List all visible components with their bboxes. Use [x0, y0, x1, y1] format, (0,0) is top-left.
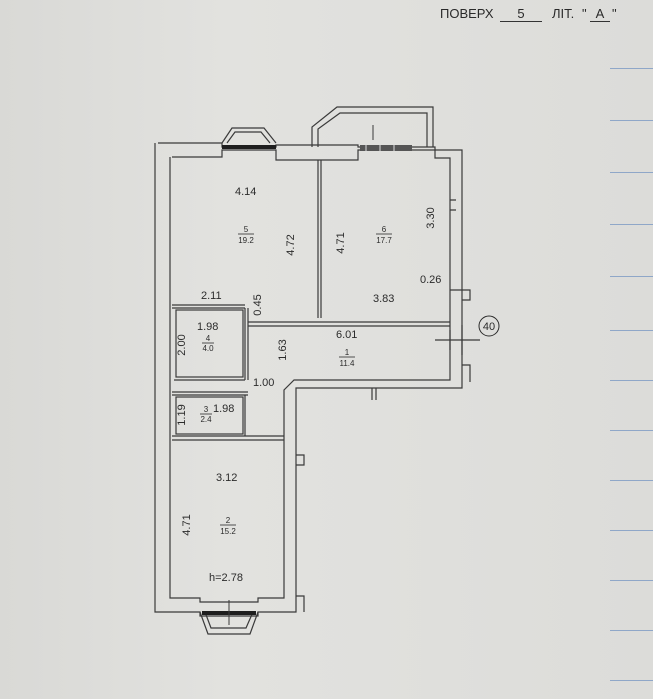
svg-text:6: 6 [382, 225, 387, 234]
room-2-label: 2 15.2 [220, 516, 236, 536]
ruled-line [610, 480, 653, 481]
dim-r6-offset: 0.26 [420, 274, 441, 286]
room-5-label: 5 19.2 [238, 225, 254, 245]
ruled-line [610, 330, 653, 331]
svg-text:2: 2 [226, 516, 231, 525]
room-4-label: 4 4.0 [202, 334, 214, 353]
ceiling-height: h=2.78 [209, 572, 243, 584]
bay-window-bottom [199, 611, 259, 635]
dim-r5-width: 4.14 [235, 186, 256, 198]
floor-value: 5 [500, 6, 542, 22]
svg-text:1: 1 [345, 348, 350, 357]
dim-hall-small: 0.45 [252, 294, 264, 315]
svg-text:11.4: 11.4 [340, 359, 356, 368]
svg-text:5: 5 [244, 225, 249, 234]
ruled-line [610, 224, 653, 225]
ruled-line [610, 68, 653, 69]
dim-r4-length: 2.00 [176, 334, 188, 355]
ruled-line [610, 430, 653, 431]
ruled-line [610, 580, 653, 581]
dim-r5-length: 4.72 [285, 234, 297, 255]
dim-r2-length: 4.71 [181, 514, 193, 535]
svg-text:4.0: 4.0 [202, 344, 214, 353]
lit-value: А [590, 6, 610, 22]
dim-corridor: 1.00 [253, 377, 274, 389]
svg-text:4: 4 [206, 334, 211, 343]
dim-hall-length: 6.01 [336, 329, 357, 341]
dim-r3-width: 1.98 [213, 403, 234, 415]
ruled-line [610, 276, 653, 277]
svg-text:40: 40 [483, 321, 495, 333]
dim-r3-length: 1.19 [176, 404, 188, 425]
ruled-line [610, 380, 653, 381]
room-6-label: 6 17.7 [376, 225, 392, 245]
svg-text:17.7: 17.7 [376, 236, 392, 245]
ruled-line [610, 172, 653, 173]
room-3-label: 3 2.4 [200, 405, 212, 424]
balcony [311, 106, 434, 147]
inner-wall [169, 149, 451, 603]
ruled-line [610, 120, 653, 121]
dim-r6-length: 4.71 [335, 232, 347, 253]
ruled-line [610, 630, 653, 631]
dim-r6-width: 3.83 [373, 293, 394, 305]
dim-r6-top-right: 3.30 [425, 207, 437, 228]
section-marker: 40 [478, 315, 500, 337]
bay-window-top-left [221, 127, 277, 144]
svg-text:19.2: 19.2 [238, 236, 254, 245]
room-1-label: 1 11.4 [339, 348, 355, 368]
dim-hall-top: 2.11 [201, 290, 222, 302]
ruled-line [610, 530, 653, 531]
window-balcony [360, 145, 412, 151]
window-kitchen [222, 145, 276, 149]
dim-hall-width: 1.63 [277, 339, 289, 360]
dim-r4-width: 1.98 [197, 321, 218, 333]
lit-label: ЛІТ. [552, 6, 575, 21]
ruled-line [610, 680, 653, 681]
svg-text:2.4: 2.4 [200, 415, 212, 424]
svg-text:3: 3 [204, 405, 209, 414]
dim-r2-width: 3.12 [216, 472, 237, 484]
svg-text:15.2: 15.2 [220, 527, 236, 536]
floor-label: ПОВЕРХ [440, 6, 494, 21]
